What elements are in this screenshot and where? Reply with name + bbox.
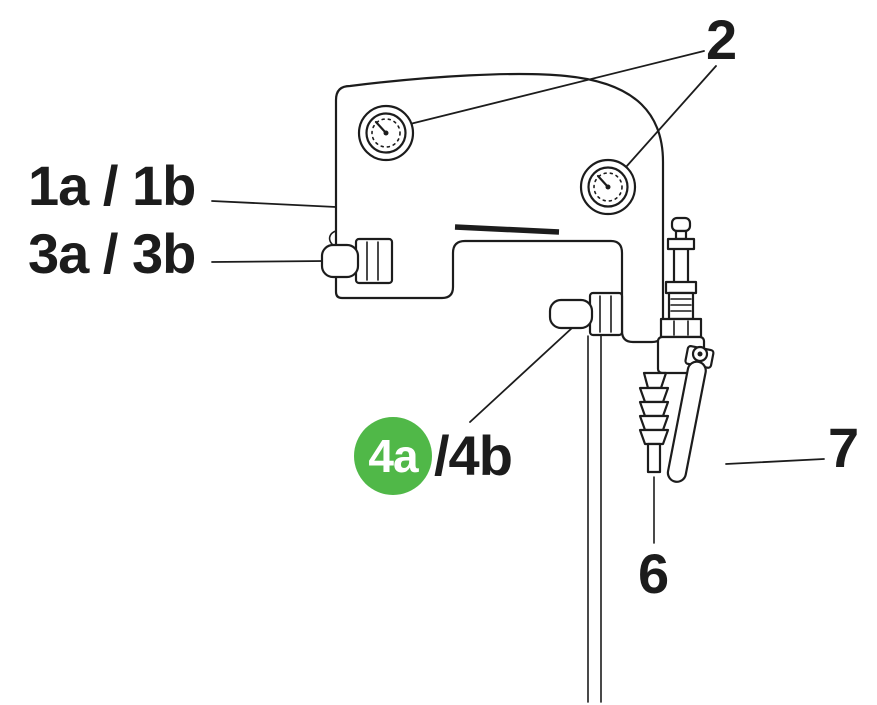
gauge-icon-upper xyxy=(357,104,415,162)
leader-lower-plug xyxy=(469,327,573,423)
upper-plug xyxy=(320,237,394,285)
plate-outline xyxy=(334,72,665,344)
callout-lower-plug: 4a /4b xyxy=(354,417,513,495)
outlet-barb xyxy=(638,371,670,474)
leader-gauge-upper xyxy=(409,50,705,125)
leader-lever xyxy=(725,458,825,465)
leader-upper-plug xyxy=(211,260,327,263)
pipe-lines xyxy=(587,335,602,703)
callout-label-lever: 7 xyxy=(828,416,859,479)
valve-cap xyxy=(670,216,692,233)
lower-plug xyxy=(548,291,624,337)
leader-gauge-lower xyxy=(625,65,717,168)
callout-label-barb: 6 xyxy=(638,542,669,605)
callout-label-4b: /4b xyxy=(434,424,513,487)
valve-assembly xyxy=(638,216,715,483)
valve-hex-nut xyxy=(659,317,703,339)
highlight-badge-4a[interactable]: 4a xyxy=(354,417,432,495)
plate-slot xyxy=(454,224,560,235)
leader-plate xyxy=(211,200,337,208)
callout-label-gauges: 2 xyxy=(706,8,737,71)
gauge-icon-lower xyxy=(579,158,637,216)
valve-stem xyxy=(672,246,690,286)
valve-thread xyxy=(667,291,695,321)
leader-lines xyxy=(211,50,825,544)
callout-label-upper-plug: 3a / 3b xyxy=(28,222,196,285)
callout-label-plate: 1a / 1b xyxy=(28,154,196,217)
